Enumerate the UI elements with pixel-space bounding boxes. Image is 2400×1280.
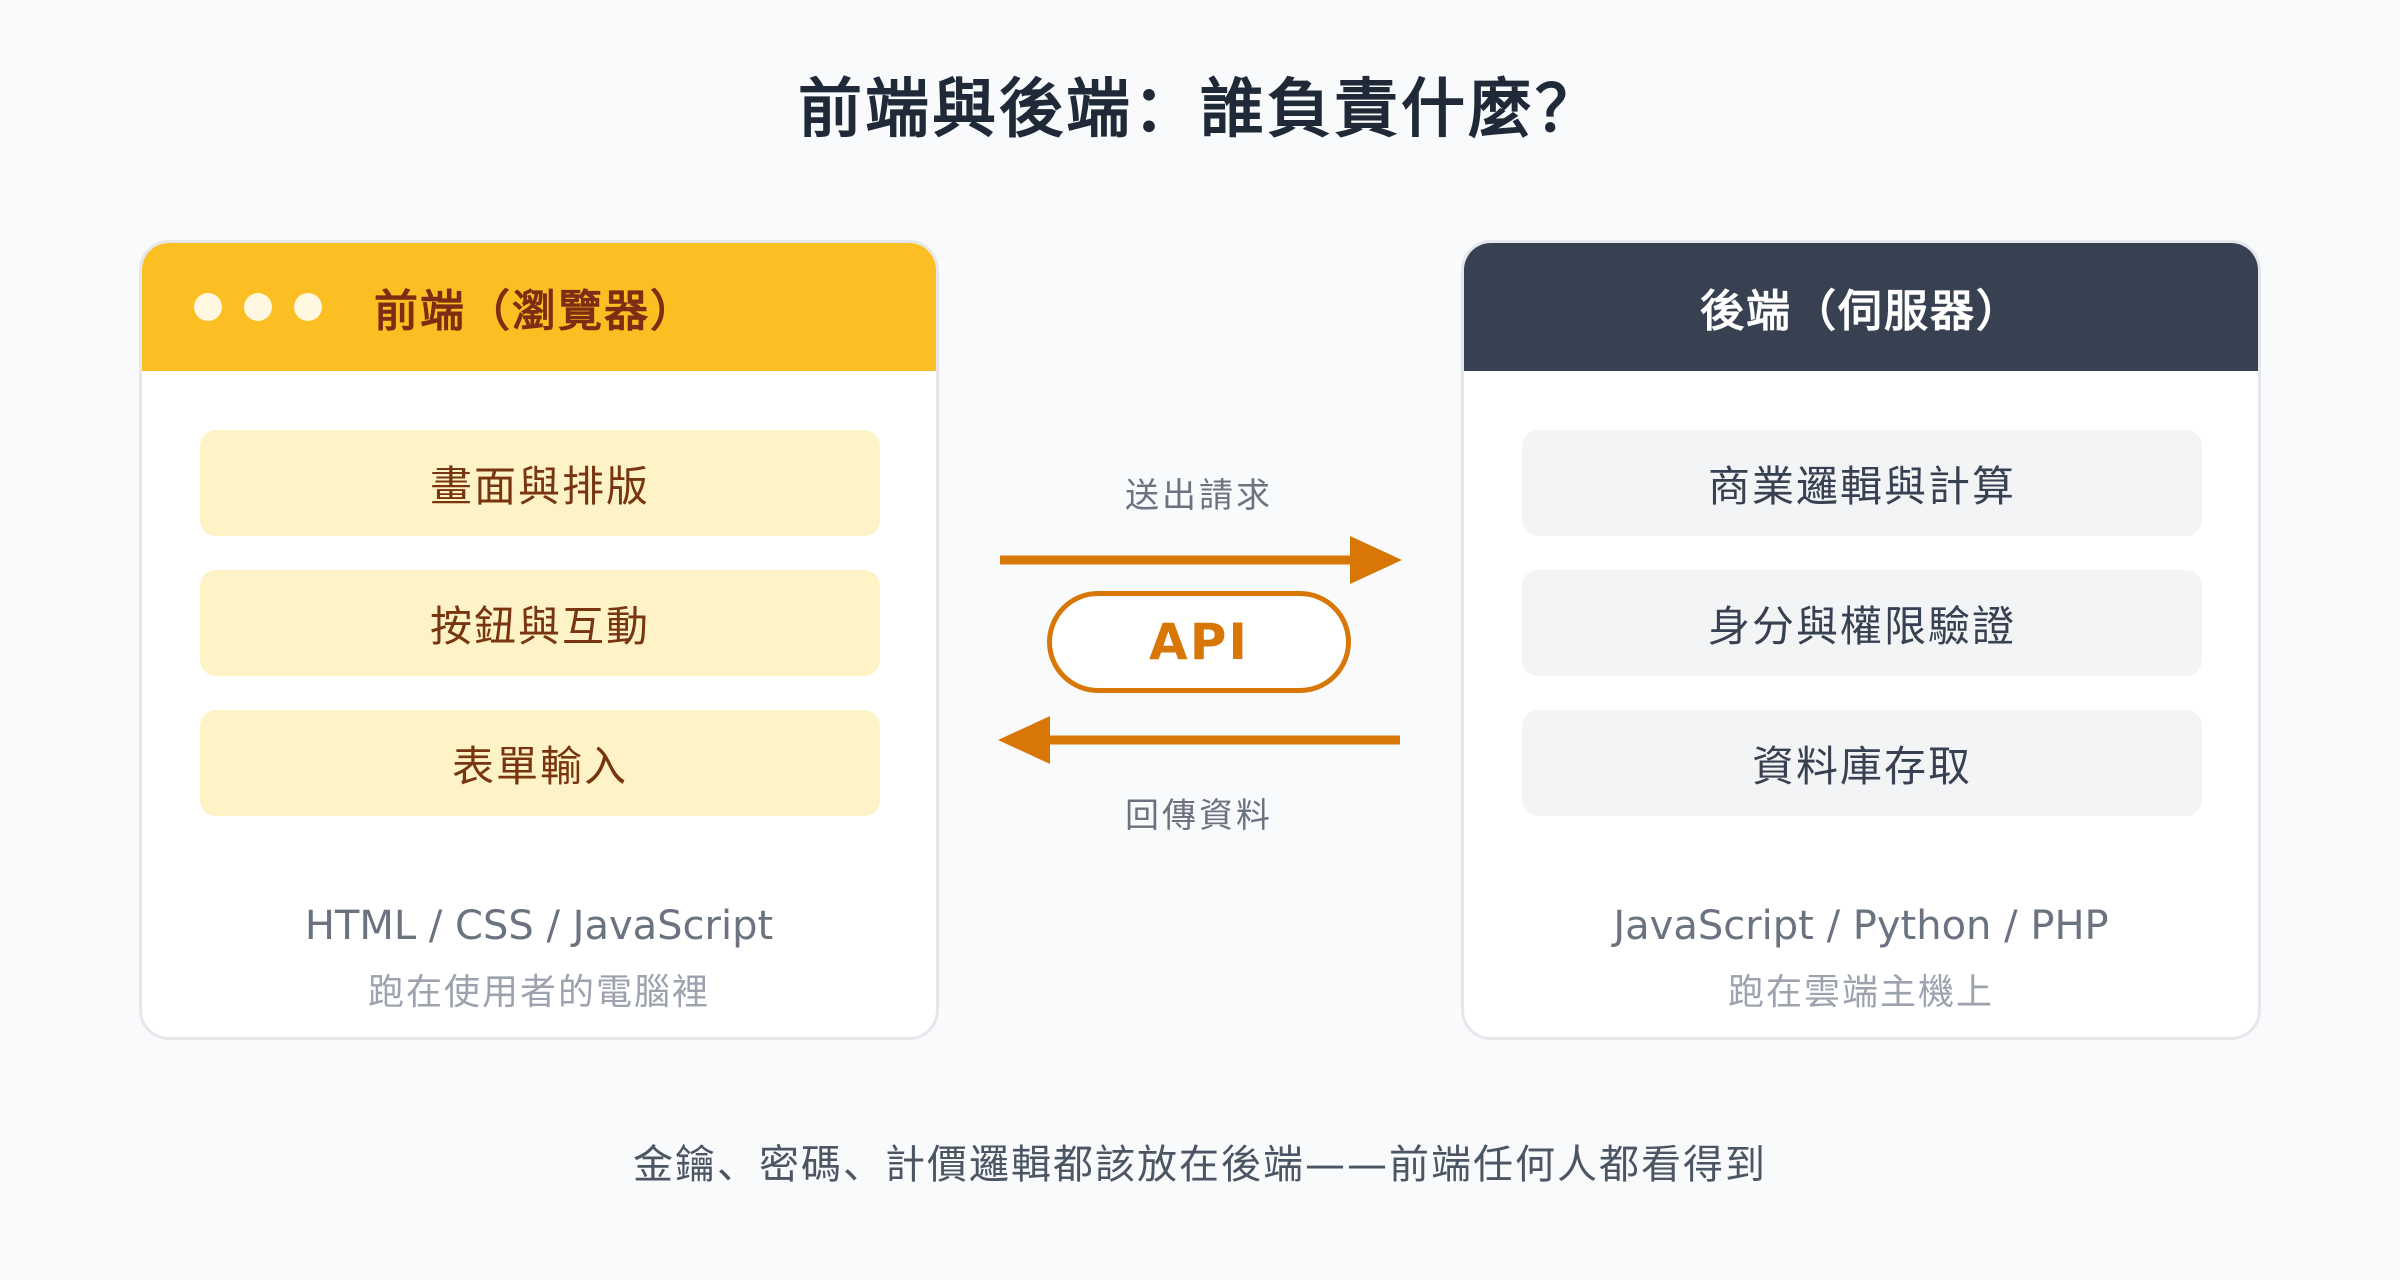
- frontend-header: 前端（瀏覽器）: [142, 243, 936, 371]
- backend-item-auth: 身分與權限驗證: [1522, 570, 2202, 676]
- frontend-panel: 前端（瀏覽器） 畫面與排版 按鈕與互動 表單輸入 HTML / CSS / Ja…: [139, 240, 939, 1040]
- backend-title: 後端（伺服器）: [1700, 286, 2022, 337]
- window-dot-icon: [244, 293, 272, 321]
- backend-where: 跑在雲端主機上: [1727, 972, 1994, 1013]
- api-badge: API: [1047, 591, 1351, 693]
- request-arrow-icon: [1000, 536, 1402, 584]
- backend-header: 後端（伺服器）: [1464, 243, 2258, 371]
- return-data-label: 回傳資料: [1125, 796, 1273, 836]
- backend-item-database: 資料庫存取: [1522, 710, 2202, 816]
- window-dot-icon: [194, 293, 222, 321]
- backend-items: 商業邏輯與計算 身分與權限驗證 資料庫存取: [1522, 430, 2202, 850]
- frontend-where: 跑在使用者的電腦裡: [367, 972, 710, 1013]
- backend-item-logic: 商業邏輯與計算: [1522, 430, 2202, 536]
- frontend-item-interaction: 按鈕與互動: [200, 570, 880, 676]
- frontend-item-form: 表單輸入: [200, 710, 880, 816]
- window-dots: [194, 293, 322, 321]
- frontend-item-layout: 畫面與排版: [200, 430, 880, 536]
- frontend-tech: HTML / CSS / JavaScript: [304, 903, 774, 949]
- page-title: 前端與後端：誰負責什麼？: [798, 73, 1602, 147]
- response-arrow-icon: [998, 716, 1400, 764]
- footer-note: 金鑰、密碼、計價邏輯都該放在後端——前端任何人都看得到: [633, 1142, 1767, 1188]
- window-dot-icon: [294, 293, 322, 321]
- backend-tech: JavaScript / Python / PHP: [1613, 903, 2109, 949]
- send-request-label: 送出請求: [1125, 476, 1273, 516]
- frontend-items: 畫面與排版 按鈕與互動 表單輸入: [200, 430, 880, 850]
- backend-panel: 後端（伺服器） 商業邏輯與計算 身分與權限驗證 資料庫存取 JavaScript…: [1461, 240, 2261, 1040]
- frontend-title: 前端（瀏覽器）: [374, 286, 696, 337]
